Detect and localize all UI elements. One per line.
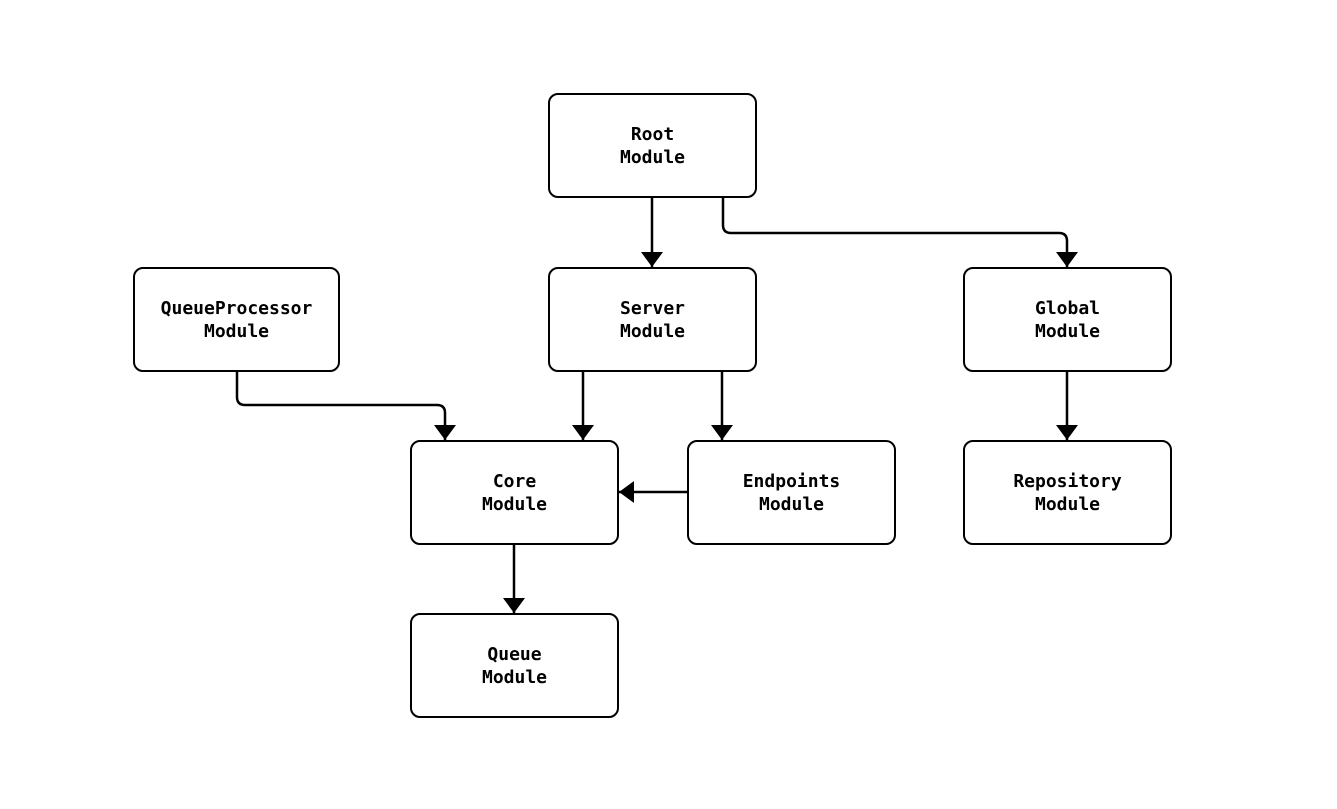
edge-queue-processor-to-core [235, 372, 456, 440]
node-label-line: Queue [487, 643, 542, 665]
edges-group [235, 198, 1078, 613]
node-label-line: Repository [1013, 470, 1122, 492]
edge-root-to-global [721, 198, 1078, 267]
node-label-line: Module [1034, 320, 1101, 342]
node-label-line: Module [758, 493, 825, 515]
node-label-line: Module [1034, 493, 1101, 515]
node-label-line: Module [481, 666, 548, 688]
node-label-line: Module [619, 320, 686, 342]
node-label-line: Global [1034, 297, 1101, 319]
node-label-line: Module [203, 320, 270, 342]
node-label-line: Endpoints [742, 470, 841, 492]
node-label-line: Module [619, 146, 686, 168]
node-label-line: QueueProcessor [160, 297, 313, 319]
node-label-line: Root [630, 123, 675, 145]
node-label-line: Module [481, 493, 548, 515]
node-label-line: Core [492, 470, 537, 492]
node-label-line: Server [619, 297, 686, 319]
